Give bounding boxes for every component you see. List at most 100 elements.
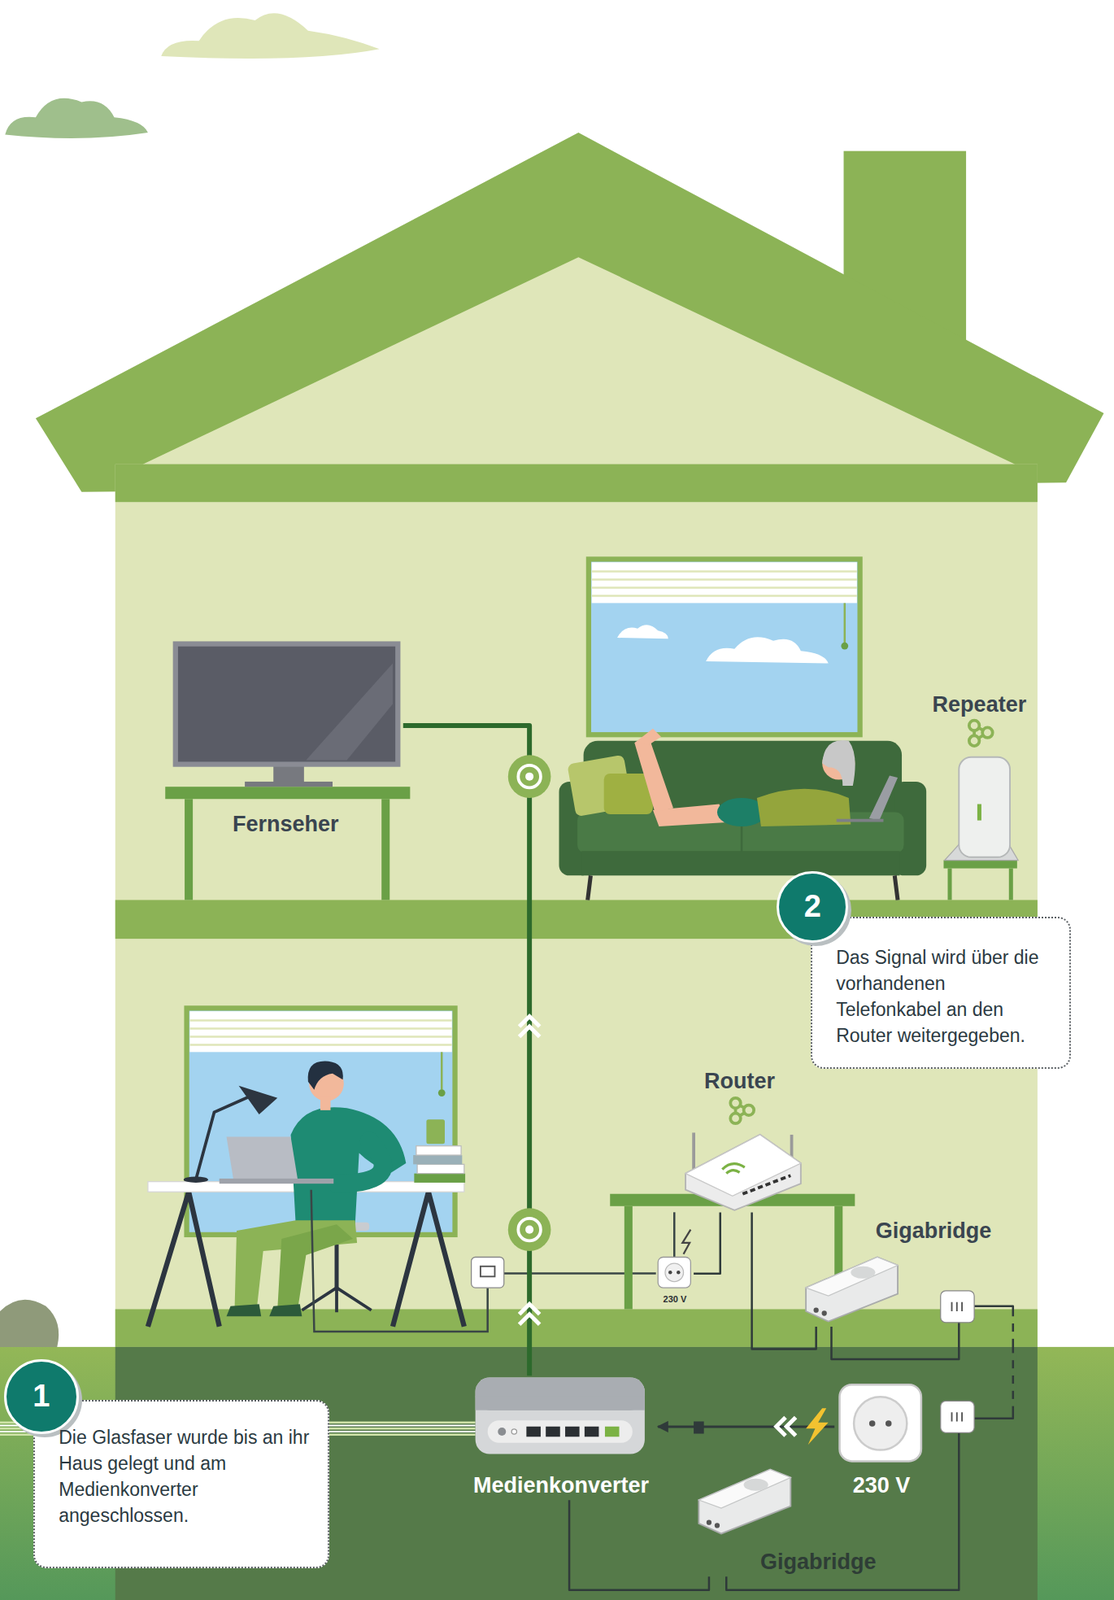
media-converter-device [475,1377,645,1410]
network-cable [673,1211,676,1257]
wall-socket [885,1419,893,1427]
woman-on-sofa [634,736,674,813]
router-box: Router [668,1066,812,1212]
repeater-device [958,757,1010,858]
direction-chevrons [519,1303,540,1324]
network-symbol [969,735,980,746]
direction-chevrons [519,1015,540,1324]
dash-gaps [1009,1398,1017,1406]
phone-socket [940,1400,975,1432]
callout-box: 1Die Glasfaser wurde bis an ihr Haus gel… [33,1399,330,1568]
repeater-device [943,860,1017,869]
tv-set [381,798,390,900]
man-at-desk [226,1060,407,1316]
tv-set [184,798,193,900]
gigabridge-device [805,1257,898,1322]
tv-set [165,786,410,799]
power-socket [657,1257,691,1289]
woman-on-sofa [869,774,898,820]
phone-socket [952,1301,963,1311]
network-symbol [730,1097,754,1123]
laptop [219,1135,335,1184]
fiber-outlet [508,754,552,798]
wall-socket [839,1383,922,1461]
media-converter-device [475,1377,645,1454]
man-at-desk [226,1303,262,1316]
fiber-outlet [525,1225,534,1234]
upper-window [591,571,858,597]
desk-lamp [239,1085,279,1114]
tv-set [165,644,410,901]
callout-text: Die Glasfaser wurde bis an ihr Haus gele… [58,1423,314,1528]
device-label: 230 V [659,1293,691,1305]
cloud [161,13,379,59]
woman-on-sofa [634,728,662,745]
network-cable [311,1189,675,1332]
lower-window [187,1007,456,1234]
phone-socket [940,1290,975,1323]
router-device [685,1134,801,1210]
media-converter-device [526,1426,541,1437]
cable-line [569,1499,710,1589]
fiber-outlet [508,1207,552,1251]
dash-gaps [1009,1367,1017,1376]
upper-window [840,642,849,650]
network-cable [504,1271,657,1275]
lower-window [438,1088,446,1097]
network-symbol [969,720,993,746]
phone-socket [940,1400,975,1432]
dash-gaps [1009,1383,1017,1391]
tv-set [175,644,398,765]
wall-socket [869,1419,876,1427]
fiber-outlet [517,1218,541,1241]
power-flow-symbol [805,1407,829,1445]
gigabridge-device [698,1468,791,1533]
socket-box: 230 V [656,1253,694,1306]
sofa [559,740,927,901]
wall-socket [853,1396,907,1450]
callout-number: 1 [4,1358,80,1435]
router-device [722,1163,745,1174]
man-at-desk [291,1106,407,1227]
media-converter-device [604,1426,620,1437]
cloud [4,98,148,139]
dash-gaps [1009,1315,1017,1323]
router-device [691,1131,696,1173]
wall-socket [839,1383,922,1461]
callout-text: Das Signal wird über die vorhandenen Tel… [835,944,1054,1049]
cloud [161,13,379,59]
books [413,1173,466,1183]
media-converter-device [487,1419,633,1443]
cable-joint [693,1420,705,1433]
house-wall [115,464,1038,502]
fiber-outlet [508,1207,552,1251]
fiber-outlet [525,772,534,781]
network-symbol [744,1105,755,1116]
woman-on-sofa [836,818,884,823]
phone-socket [952,1411,963,1421]
router-device [685,1131,801,1210]
media-converter-device [475,1377,645,1454]
woman-on-sofa [822,739,855,786]
house-wall [115,464,1038,1347]
network-symbol [969,720,980,732]
power-socket [657,1257,691,1289]
network-symbol [982,726,993,738]
cable-line [752,1211,817,1349]
woman-on-sofa [634,728,898,827]
callout-number: 2 [776,870,849,943]
socket-box: 230 V [834,1379,928,1500]
books [426,1118,445,1144]
cable-line [693,1211,721,1273]
lower-window [187,1007,456,1234]
fiber-outlet [508,754,552,798]
dash-gaps [1009,1331,1017,1339]
lower-window [189,1010,452,1052]
dash-gaps [1009,1352,1017,1360]
lan-socket [471,1257,505,1289]
repeater-device [977,804,982,821]
power-flow-symbol [776,1407,829,1445]
power-socket [668,1270,673,1275]
